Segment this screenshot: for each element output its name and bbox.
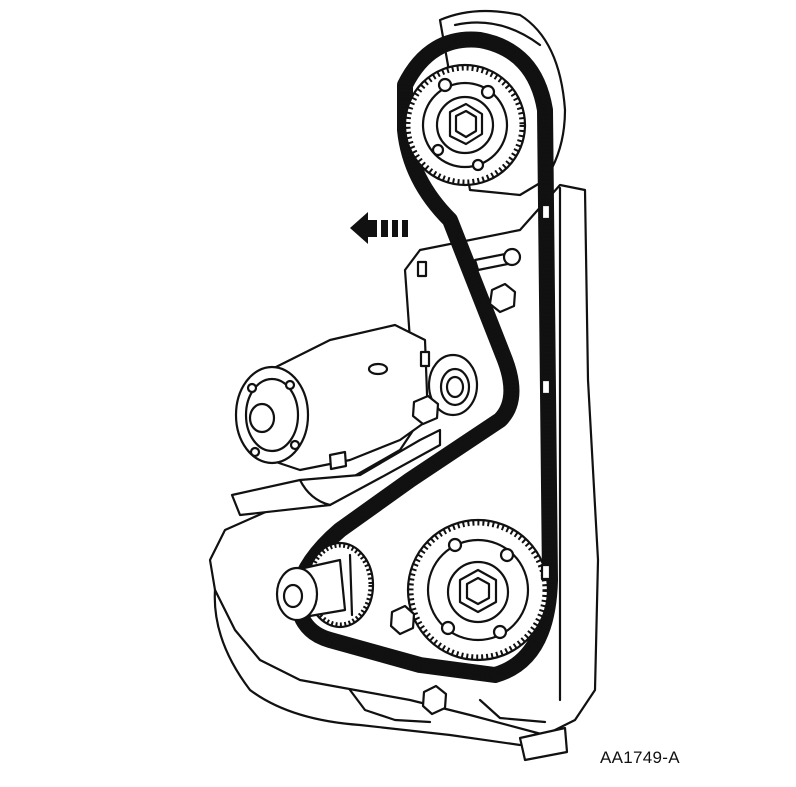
figure-id-label: AA1749-A [600, 748, 680, 767]
tensioner-pulley [427, 353, 479, 417]
belt-guard-bracket [230, 428, 442, 517]
auxiliary-sprocket [406, 518, 550, 662]
water-pump [234, 323, 430, 472]
lower-bolts [389, 604, 448, 716]
cover-clips [416, 203, 552, 581]
tensioner-stud [473, 247, 522, 314]
camshaft-sprocket [403, 63, 527, 187]
crankshaft-sprocket [275, 541, 375, 629]
tensioner-bolt [328, 394, 440, 471]
auxiliary-bolt-head [458, 568, 498, 614]
timing-belt [289, 31, 558, 683]
arrow-left-icon [350, 212, 408, 244]
